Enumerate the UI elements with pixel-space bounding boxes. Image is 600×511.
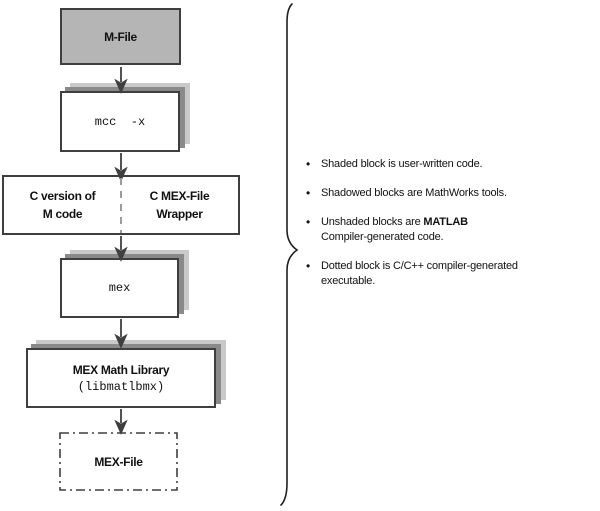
legend-text-shadowed: Shadowed blocks are MathWorks tools. [321, 187, 507, 199]
legend-dotted-line1: Dotted block is C/C++ compiler-generated [321, 260, 518, 272]
legend-dotted-line2: executable. [321, 275, 376, 287]
bullet-icon: • [306, 186, 311, 200]
curly-brace-icon [280, 3, 299, 506]
library-title: MEX Math Library [72, 363, 170, 377]
legend-unshaded-pre: Unshaded blocks are [321, 216, 424, 228]
legend-item-shaded: • Shaded block is user-written code. [306, 157, 596, 172]
flow-node-generated-code: C version of M code C MEX-File Wrapper [2, 175, 240, 235]
flow-node-mfile: M-File [60, 8, 181, 65]
c-mexfile-line1: C MEX-File [149, 189, 210, 203]
bullet-icon: • [306, 157, 311, 171]
mfile-label: M-File [104, 29, 137, 44]
legend: • Shaded block is user-written code. • S… [306, 157, 596, 303]
flow-node-mex-math-library: MEX Math Library (libmatlbmx) [26, 348, 216, 408]
legend-unshaded-matlab: MATLAB [423, 216, 468, 228]
library-subtitle: (libmatlbmx) [77, 380, 165, 394]
legend-item-shadowed: • Shadowed blocks are MathWorks tools. [306, 186, 596, 201]
c-version-line1: C version of [29, 189, 96, 203]
generated-code-left-cell: C version of M code [4, 177, 121, 233]
mcc-label: mcc -x [94, 114, 146, 129]
bullet-icon: • [306, 215, 311, 229]
bullet-icon: • [306, 259, 311, 273]
legend-text-unshaded: Unshaded blocks are MATLAB Compiler-gener… [321, 215, 596, 245]
c-version-line2: M code [42, 207, 83, 221]
flow-node-mcc: mcc -x [60, 91, 180, 152]
generated-code-right-cell: C MEX-File Wrapper [121, 177, 238, 233]
legend-unshaded-line2: Compiler-generated code. [321, 231, 444, 243]
legend-item-unshaded: • Unshaded blocks are MATLAB Compiler-gen… [306, 215, 596, 245]
c-mexfile-line2: Wrapper [156, 207, 203, 221]
legend-text-shaded: Shaded block is user-written code. [321, 158, 483, 170]
mex-label: mex [108, 281, 131, 295]
flow-node-mex: mex [60, 258, 179, 318]
legend-item-dotted: • Dotted block is C/C++ compiler-generat… [306, 259, 596, 289]
legend-text-dotted: Dotted block is C/C++ compiler-generated… [321, 259, 596, 289]
flow-node-mexfile-output: MEX-File [59, 432, 178, 491]
mexfile-output-label: MEX-File [94, 454, 143, 469]
